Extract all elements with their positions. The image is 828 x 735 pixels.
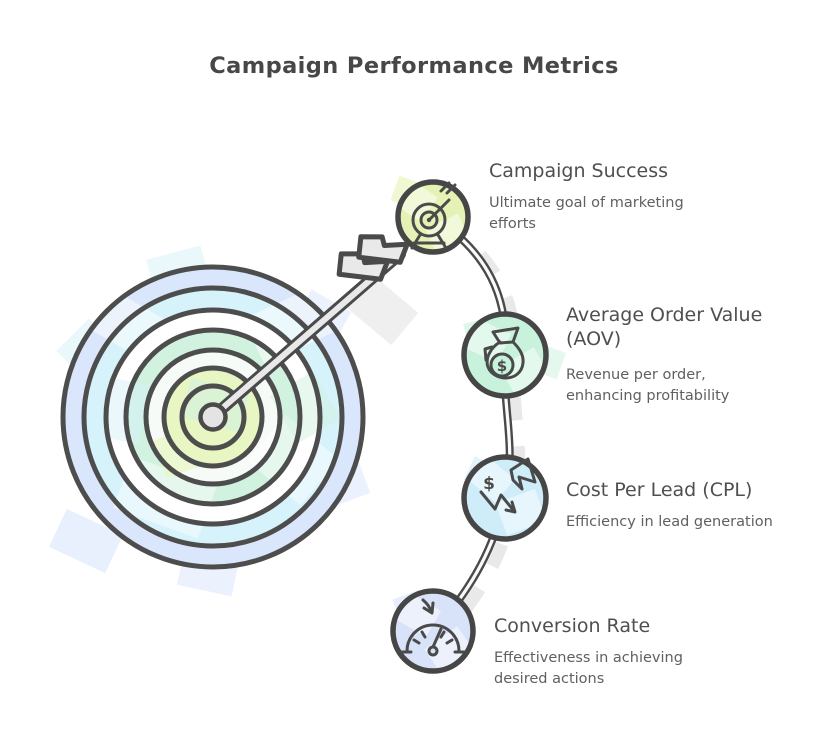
page-title: Campaign Performance Metrics (209, 53, 619, 79)
dollar-megaphone-decline-icon: $ (479, 457, 537, 514)
milestone-desc-aov: Revenue per order, enhancing profitabili… (566, 365, 729, 407)
milestone-node-conversion-rate (390, 588, 476, 674)
dollar-glyph: $ (497, 357, 507, 375)
milestone-label-campaign-success: Campaign Success (489, 159, 668, 183)
milestone-label-cpl: Cost Per Lead (CPL) (566, 478, 752, 502)
label-line: Conversion Rate (494, 615, 651, 637)
desc-line: Efficiency in lead generation (566, 514, 773, 530)
desc-line: efforts (489, 216, 536, 232)
label-line: Campaign Success (489, 160, 669, 182)
label-line: Average Order Value (566, 304, 763, 326)
milestone-node-cpl: $ (461, 454, 549, 542)
milestone-desc-conversion-rate: Effectiveness in achieving desired actio… (494, 648, 683, 690)
gauge-down-arrow-icon (399, 598, 467, 657)
desc-line: Effectiveness in achieving (494, 650, 683, 666)
milestone-desc-campaign-success: Ultimate goal of marketing efforts (489, 193, 684, 235)
desc-line: enhancing profitability (566, 388, 730, 404)
label-line: Cost Per Lead (CPL) (566, 479, 753, 501)
desc-line: Ultimate goal of marketing (489, 195, 684, 211)
label-line: (AOV) (566, 328, 622, 350)
milestone-desc-cpl: Efficiency in lead generation (566, 512, 773, 533)
target-dart-icon (410, 181, 457, 250)
desc-line: desired actions (494, 671, 605, 687)
desc-line: Revenue per order, (566, 367, 706, 383)
milestone-node-campaign-success (390, 175, 471, 255)
milestone-node-aov: $ (461, 311, 567, 399)
dollar-glyph: $ (483, 474, 495, 494)
milestone-connector (430, 213, 526, 642)
milestone-label-conversion-rate: Conversion Rate (494, 614, 650, 638)
milestone-label-aov: Average Order Value (AOV) (566, 303, 762, 351)
money-bag-icon: $ (483, 326, 525, 380)
